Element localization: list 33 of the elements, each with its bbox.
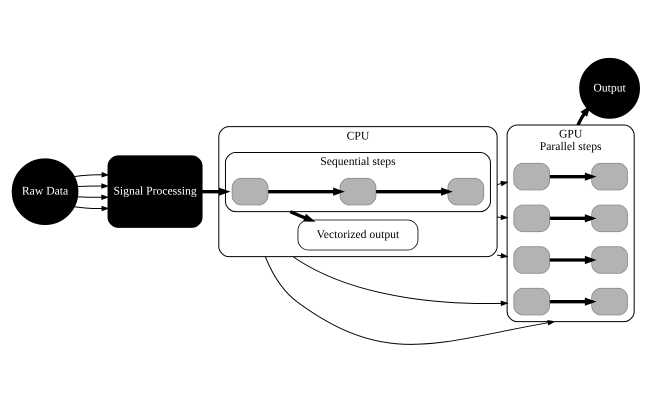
arrow bbox=[550, 214, 597, 222]
node-box bbox=[513, 204, 550, 232]
node-box bbox=[513, 246, 550, 274]
arrow bbox=[264, 256, 556, 344]
node-box bbox=[591, 287, 628, 315]
arrow bbox=[496, 214, 509, 220]
arrow bbox=[550, 297, 597, 306]
cluster: GPU Parallel steps bbox=[506, 124, 635, 322]
node-box bbox=[513, 162, 550, 190]
node-box bbox=[513, 287, 550, 315]
arrow bbox=[74, 172, 110, 178]
node-box bbox=[591, 204, 628, 232]
arrow bbox=[496, 252, 509, 258]
node-box bbox=[232, 177, 268, 205]
arrow bbox=[496, 180, 509, 186]
node-box bbox=[591, 162, 628, 190]
arrow bbox=[74, 205, 110, 211]
node-box bbox=[448, 177, 484, 205]
node-box bbox=[591, 246, 628, 274]
arrow bbox=[268, 187, 345, 196]
arrow bbox=[550, 255, 597, 264]
arrow bbox=[290, 210, 316, 222]
arrow bbox=[77, 182, 110, 188]
arrow bbox=[77, 194, 110, 200]
arrow bbox=[292, 256, 509, 306]
node-box: Vectorized output bbox=[298, 219, 418, 250]
arrow bbox=[202, 187, 231, 196]
arrow bbox=[550, 172, 597, 180]
arrow bbox=[376, 187, 453, 196]
node-box bbox=[340, 177, 376, 205]
node-circle: Raw Data bbox=[12, 158, 78, 224]
node-box: Signal Processing bbox=[108, 154, 203, 228]
cluster: Sequential steps bbox=[224, 152, 491, 212]
